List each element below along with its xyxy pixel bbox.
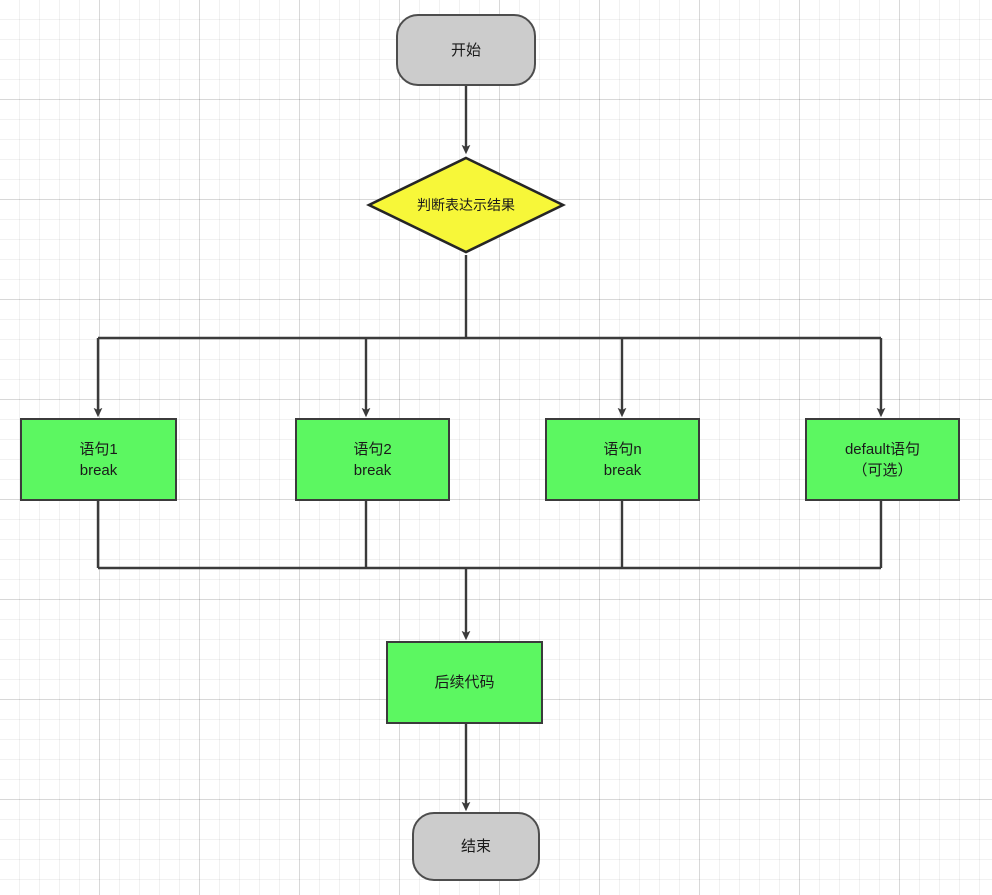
node-case-1-label: 语句1 break (79, 440, 118, 479)
node-decision[interactable]: 判断表达示结果 (366, 155, 566, 255)
node-end-label: 结束 (460, 838, 491, 855)
node-case-2-label: 语句2 break (353, 440, 392, 479)
node-case-2[interactable]: 语句2 break (295, 418, 450, 501)
node-default-label: default语句 （可选） (844, 440, 921, 479)
node-case-n-label: 语句n break (603, 440, 642, 479)
node-after-code-label: 后续代码 (434, 674, 495, 691)
node-end[interactable]: 结束 (412, 812, 540, 881)
node-start-label: 开始 (450, 41, 481, 59)
node-default[interactable]: default语句 （可选） (805, 418, 960, 501)
node-case-1[interactable]: 语句1 break (20, 418, 177, 501)
node-after-code[interactable]: 后续代码 (386, 641, 543, 724)
node-decision-label: 判断表达示结果 (417, 196, 515, 213)
node-case-n[interactable]: 语句n break (545, 418, 700, 501)
diamond-shape (366, 156, 566, 254)
node-start[interactable]: 开始 (396, 14, 536, 86)
